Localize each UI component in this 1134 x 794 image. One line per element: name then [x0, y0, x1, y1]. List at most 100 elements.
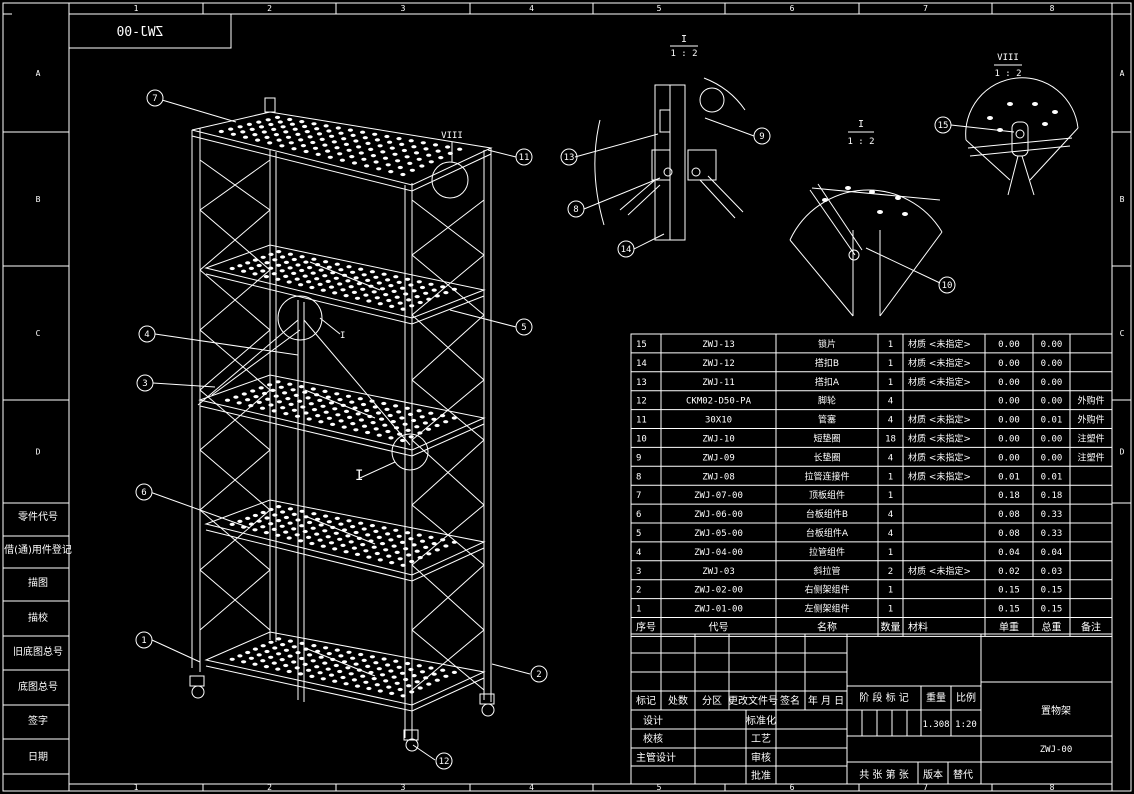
- perforation-hole: [330, 271, 336, 275]
- bom-cell: 材质 <未指定>: [908, 414, 971, 426]
- bom-cell: 1: [888, 548, 893, 558]
- perforation-hole: [369, 524, 375, 528]
- perforation-hole: [326, 265, 332, 269]
- perforation-hole: [311, 512, 317, 516]
- perforation-hole: [267, 383, 273, 387]
- perforation-hole: [302, 529, 308, 534]
- perforation-hole: [298, 283, 304, 287]
- perforation-hole: [350, 270, 356, 274]
- perforation-hole: [287, 507, 293, 511]
- perforation-hole: [435, 149, 441, 153]
- perforation-hole: [419, 415, 425, 419]
- perforation-hole: [390, 420, 396, 424]
- perforation-hole: [322, 274, 328, 278]
- perforation-hole: [451, 670, 457, 675]
- perforation-hole: [386, 685, 392, 689]
- strip-old-base: 旧底图总号: [13, 645, 63, 658]
- perforation-hole: [431, 417, 437, 421]
- perforation-hole: [373, 427, 379, 431]
- perforation-hole: [389, 561, 395, 565]
- bom-cell: 0.00: [998, 435, 1020, 445]
- perforation-hole: [438, 156, 444, 160]
- perforation-hole: [332, 291, 338, 295]
- perforation-hole: [423, 545, 429, 550]
- perforation-hole: [295, 263, 301, 267]
- bom-cell: 0.18: [998, 491, 1020, 501]
- perforation-hole: [361, 424, 368, 428]
- perforation-hole: [350, 133, 356, 137]
- perforation-hole: [272, 258, 278, 262]
- bom-cell: 斜拉管: [813, 565, 840, 577]
- bom-cell: 0.02: [998, 567, 1020, 577]
- perforation-hole: [283, 130, 289, 134]
- perforation-hole: [406, 553, 412, 557]
- perforation-hole: [268, 403, 274, 407]
- perforation-hole: [358, 267, 364, 271]
- bom-header-cell: 备注: [1081, 621, 1101, 634]
- bom-cell: 5: [636, 529, 641, 539]
- perforation-hole: [385, 163, 391, 167]
- bom-cell: 0.33: [1041, 510, 1063, 520]
- perforation-hole: [403, 547, 409, 551]
- bom-cell: CKM02-D50-PA: [686, 397, 752, 407]
- rev-sign-label: 签名: [780, 694, 800, 707]
- perforation-hole: [287, 252, 293, 256]
- perforation-hole: [428, 535, 434, 540]
- bom-cell: 7: [636, 491, 641, 501]
- perforation-hole: [407, 412, 414, 416]
- zone-col-8-top: 8: [1050, 4, 1055, 13]
- perforation-hole: [376, 667, 382, 671]
- perforation-hole: [304, 130, 310, 134]
- perforation-hole: [389, 691, 395, 696]
- perforation-hole: [318, 655, 324, 659]
- perforation-hole: [319, 137, 325, 141]
- perforation-hole: [368, 284, 374, 288]
- perforation-hole: [315, 152, 321, 156]
- perforation-hole: [417, 431, 423, 435]
- perforation-hole: [358, 652, 364, 657]
- perforation-hole: [291, 660, 297, 664]
- perforation-hole: [260, 269, 266, 273]
- perforation-hole: [394, 295, 400, 299]
- perforation-hole: [405, 428, 411, 432]
- perforation-hole: [422, 421, 428, 425]
- perforation-hole: [393, 404, 399, 408]
- bom-cell: 拉管连接件: [804, 470, 849, 482]
- perforation-hole: [291, 257, 297, 262]
- perforation-hole: [264, 649, 270, 654]
- perforation-hole: [399, 286, 406, 290]
- balloon-15: 15: [938, 121, 949, 131]
- perforation-hole: [328, 401, 335, 405]
- perforation-hole: [370, 421, 376, 425]
- detail-view-viii: VIII 1 : 2: [950, 53, 1079, 196]
- bom-cell: ZWJ-04-00: [694, 548, 743, 558]
- perforation-hole: [365, 430, 371, 435]
- perforation-hole: [228, 127, 234, 131]
- perforation-hole: [255, 138, 261, 142]
- perforation-hole: [338, 131, 344, 135]
- perforation-hole: [416, 664, 422, 668]
- perforation-hole: [431, 288, 437, 292]
- perforation-hole: [276, 263, 282, 267]
- perforation-hole: [382, 156, 389, 160]
- perforation-hole: [440, 538, 446, 542]
- perforation-hole: [387, 413, 393, 418]
- perforation-hole: [258, 386, 264, 390]
- perforation-hole: [307, 520, 313, 525]
- perforation-hole: [367, 414, 373, 419]
- bom-cell: 搭扣B: [815, 357, 839, 369]
- bom-cell: 0.08: [998, 529, 1020, 539]
- perforation-hole: [365, 278, 371, 282]
- perforation-hole: [298, 539, 304, 543]
- perforation-hole: [340, 288, 346, 292]
- perforation-hole: [383, 679, 389, 683]
- perforation-hole: [280, 643, 286, 647]
- perforation-hole: [276, 652, 282, 656]
- perforation-hole: [341, 425, 347, 429]
- perforation-hole: [451, 416, 457, 420]
- perforation-hole: [358, 151, 364, 155]
- perforation-hole: [298, 138, 304, 142]
- perforation-hole: [237, 264, 243, 268]
- bom-cell: 0.00: [1041, 378, 1063, 388]
